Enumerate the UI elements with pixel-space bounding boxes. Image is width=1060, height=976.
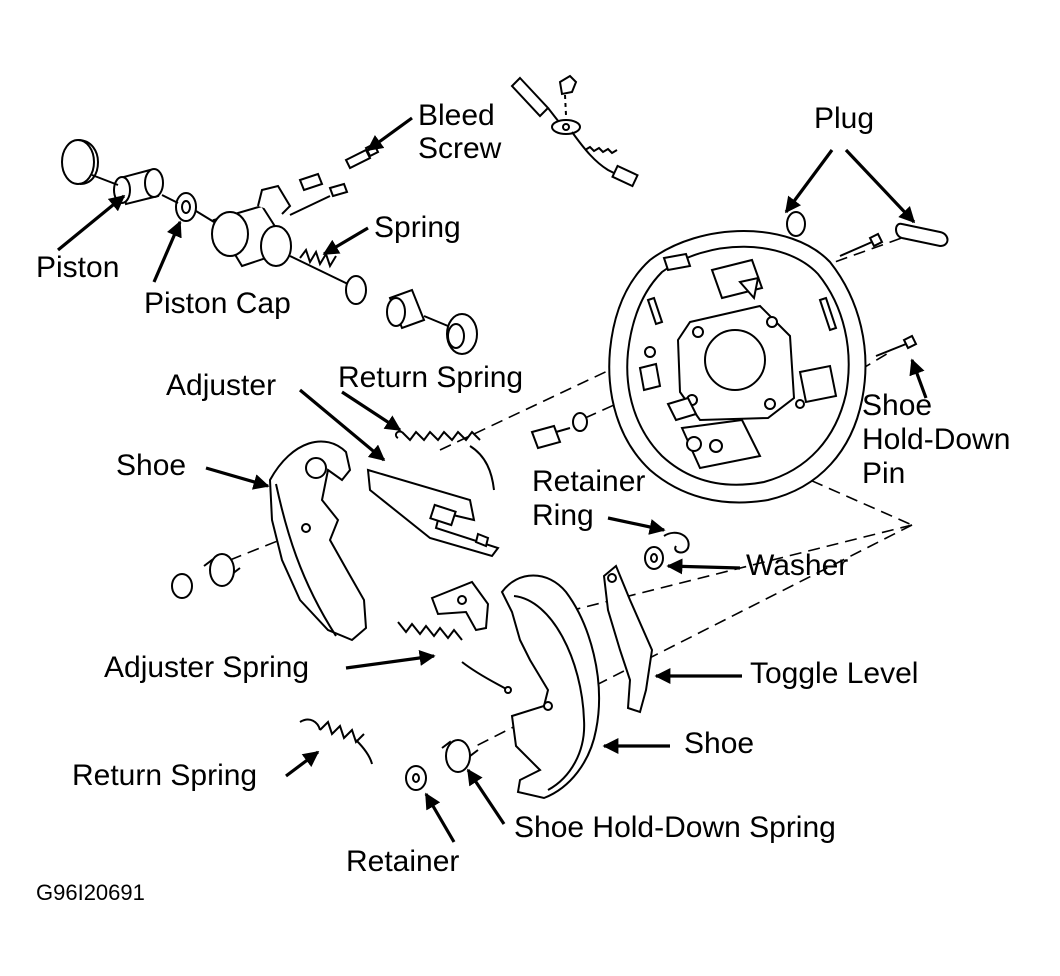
brake-hose [510,74,639,188]
label-shoe-hold-down-pin-line2: Hold-Down [862,423,1011,456]
adjuster-assembly [366,468,500,558]
bolt-washer [530,412,588,450]
hold-down-pins [839,232,918,357]
label-bleed-screw-line1: Bleed [418,99,495,132]
backing-plate [608,230,867,504]
lower-hold-down-set [405,739,479,791]
toggle-lever [602,564,654,714]
label-shoe-left: Shoe [116,449,187,482]
figure-code: G96I20691 [36,880,145,905]
label-piston: Piston [36,251,120,284]
label-return-spring-upper: Return Spring [338,361,524,394]
shoe-right [500,574,600,800]
label-plug: Plug [814,102,875,135]
label-adjuster: Adjuster [166,369,277,402]
label-shoe-right: Shoe [684,727,755,760]
label-washer: Washer [746,549,849,582]
label-spring: Spring [374,211,461,244]
leader-arrows [56,116,928,843]
adjuster-spring [397,621,512,694]
return-spring-lower [299,718,373,765]
return-spring-upper [394,430,495,491]
left-hold-down-set [171,553,241,599]
wheel-cylinder-assembly [61,139,478,355]
shoe-left [268,440,368,642]
retainer-ring-washer [644,531,690,570]
label-toggle-level: Toggle Level [750,657,919,690]
label-bleed-screw-line2: Screw [418,132,502,165]
label-shoe-hold-down-pin-line1: Shoe [862,389,933,422]
label-retainer: Retainer [346,845,460,878]
label-return-spring-lower: Return Spring [72,759,258,792]
label-retainer-ring-line2: Ring [532,499,594,532]
label-shoe-hold-down-spring: Shoe Hold-Down Spring [514,811,836,844]
strut-bracket [430,580,490,632]
label-retainer-ring-line1: Retainer [532,465,646,498]
label-adjuster-spring: Adjuster Spring [104,651,310,684]
plugs [786,211,949,248]
label-shoe-hold-down-pin-line3: Pin [862,457,906,490]
label-piston-cap: Piston Cap [144,287,291,320]
